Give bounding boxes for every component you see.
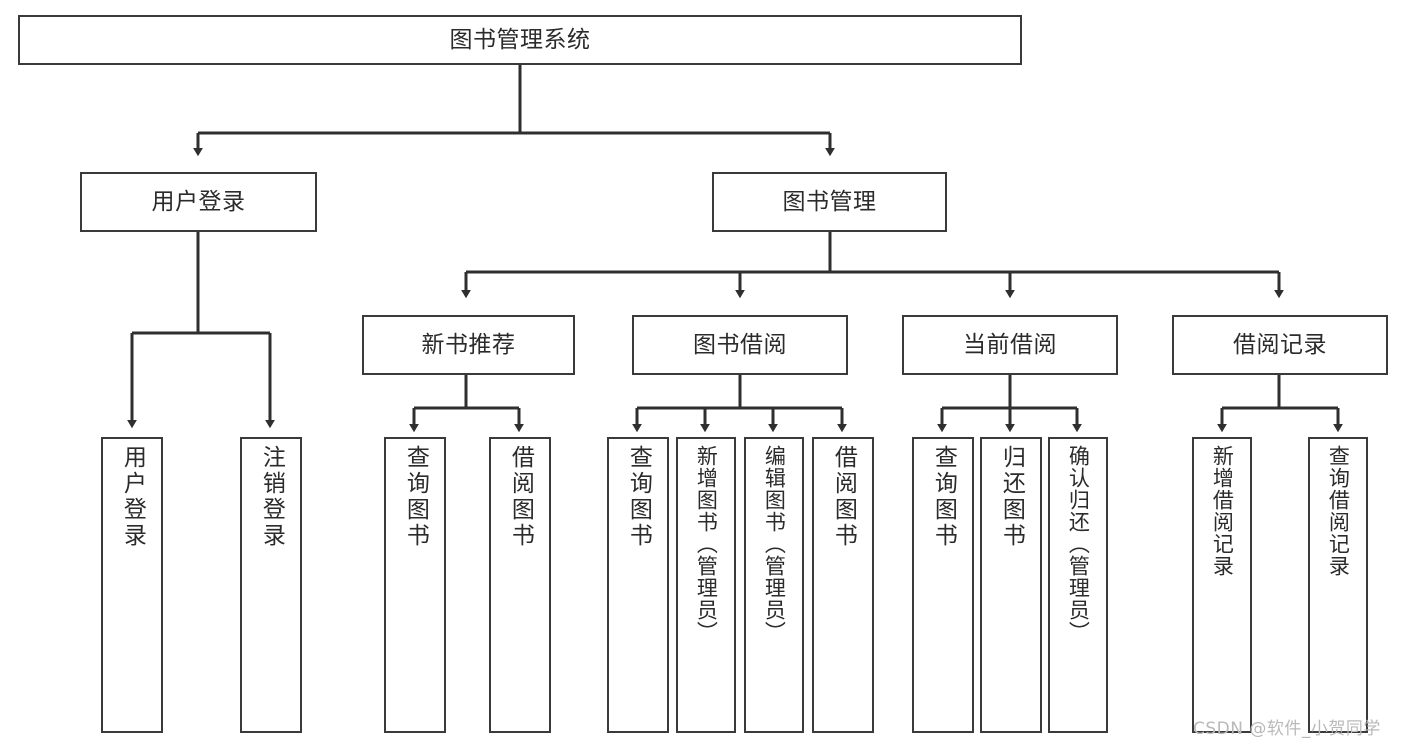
node-new-book-recommend-label: 新书推荐 [421, 331, 516, 358]
node-leaf-borrow-book-2[interactable]: 借阅图书 [812, 437, 874, 733]
node-book-manage-label: 图书管理 [782, 188, 877, 215]
node-current-borrow[interactable]: 当前借阅 [902, 315, 1118, 375]
node-leaf-query-book-2-label: 查询图书 [625, 445, 652, 549]
node-leaf-add-book[interactable]: 新增图书（管理员） [676, 437, 736, 733]
node-leaf-query-book-3-label: 查询图书 [930, 445, 957, 549]
node-leaf-confirm-return-label: 确认归还（管理员） [1066, 445, 1091, 643]
node-borrow-record[interactable]: 借阅记录 [1172, 315, 1388, 375]
node-leaf-add-record-label: 新增借阅记录 [1210, 445, 1235, 577]
node-leaf-add-record[interactable]: 新增借阅记录 [1192, 437, 1252, 733]
node-leaf-query-record-label: 查询借阅记录 [1326, 445, 1351, 577]
node-book-borrow[interactable]: 图书借阅 [632, 315, 848, 375]
node-leaf-user-logout[interactable]: 注销登录 [240, 437, 302, 733]
node-user-login[interactable]: 用户登录 [80, 172, 317, 232]
node-leaf-borrow-book-2-label: 借阅图书 [830, 445, 857, 549]
node-leaf-confirm-return[interactable]: 确认归还（管理员） [1048, 437, 1108, 733]
node-leaf-return-book-label: 归还图书 [998, 445, 1025, 549]
node-leaf-query-book-3[interactable]: 查询图书 [912, 437, 974, 733]
node-user-login-label: 用户登录 [151, 188, 246, 215]
node-leaf-query-book-1[interactable]: 查询图书 [384, 437, 446, 733]
node-leaf-edit-book-label: 编辑图书（管理员） [762, 445, 787, 643]
node-leaf-borrow-book-1-label: 借阅图书 [507, 445, 534, 549]
node-leaf-query-book-1-label: 查询图书 [402, 445, 429, 549]
node-root[interactable]: 图书管理系统 [18, 15, 1022, 65]
node-leaf-borrow-book-1[interactable]: 借阅图书 [489, 437, 551, 733]
node-leaf-add-book-label: 新增图书（管理员） [694, 445, 719, 643]
node-leaf-return-book[interactable]: 归还图书 [980, 437, 1042, 733]
node-current-borrow-label: 当前借阅 [963, 331, 1057, 358]
node-leaf-user-login[interactable]: 用户登录 [101, 437, 163, 733]
node-leaf-query-book-2[interactable]: 查询图书 [607, 437, 669, 733]
node-leaf-query-record[interactable]: 查询借阅记录 [1308, 437, 1368, 733]
node-leaf-edit-book[interactable]: 编辑图书（管理员） [744, 437, 804, 733]
node-borrow-record-label: 借阅记录 [1233, 331, 1327, 358]
node-leaf-user-login-label: 用户登录 [119, 445, 146, 549]
node-book-borrow-label: 图书借阅 [693, 331, 787, 358]
node-book-manage[interactable]: 图书管理 [712, 172, 947, 232]
node-new-book-recommend[interactable]: 新书推荐 [362, 315, 575, 375]
node-leaf-user-logout-label: 注销登录 [258, 445, 285, 549]
node-root-label: 图书管理系统 [449, 26, 591, 53]
